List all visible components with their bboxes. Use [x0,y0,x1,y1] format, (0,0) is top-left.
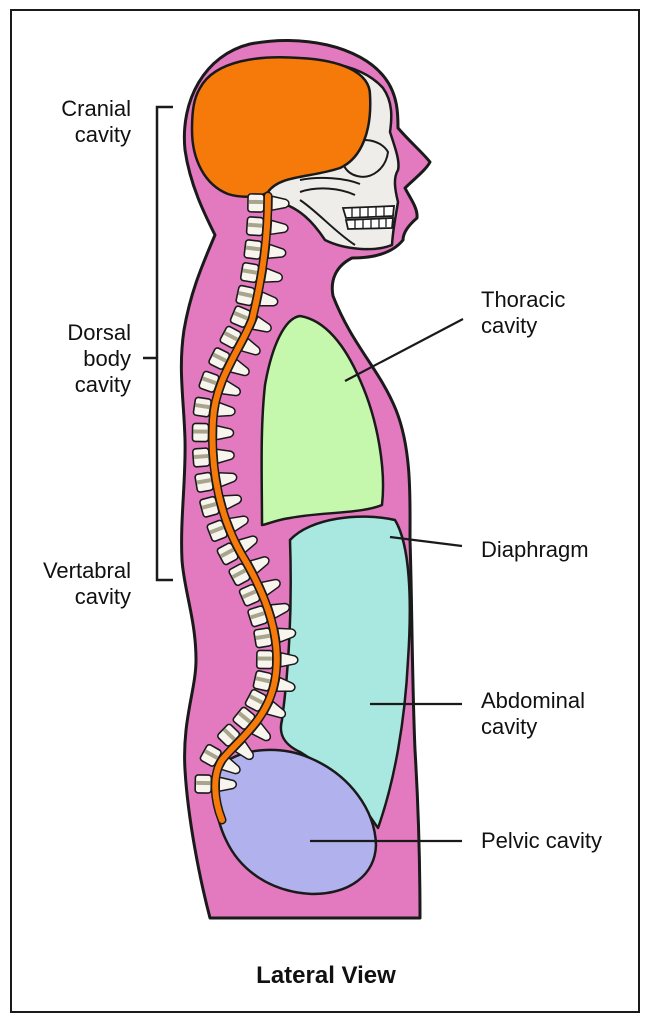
vertebral-label-line1: Vertabral [42,558,131,583]
dorsal-label-line1: Dorsal [67,320,131,345]
intervertebral-disc [220,547,235,559]
intervertebral-disc [241,589,257,599]
intervertebral-disc [247,222,263,228]
dorsal-label-line3: cavity [74,372,131,397]
vertebra [229,305,272,333]
intervertebral-disc [202,376,217,386]
spinous-process [258,290,279,307]
dorsal-label-line2: body [83,346,131,371]
diaphragm-label: Diaphragm [481,537,589,562]
spinous-process [276,627,297,644]
thoracic-cavity-label: Thoracic cavity [481,287,565,339]
vertebra [245,216,289,237]
vertebra [194,774,238,794]
intervertebral-disc [204,749,219,760]
abdominal-cavity-shape [279,515,412,830]
cranial-cavity-label: Cranial cavity [30,96,131,148]
intervertebral-disc [249,694,264,705]
vertebra [235,284,279,307]
abdominal-label-line1: Abdominal [481,688,585,713]
spinous-process [251,315,272,333]
thoracic-label-line1: Thoracic [481,287,566,312]
spinous-process [220,379,241,397]
thoracic-leader-line [344,318,464,382]
spinous-process [233,740,254,761]
cranial-label-line2: cavity [74,122,131,147]
vertebra [247,193,290,213]
spinous-process [271,195,290,212]
intervertebral-disc [255,633,271,640]
pelvic-cavity-shape [214,748,378,896]
diagram-title: Lateral View [256,962,396,989]
intervertebral-disc [212,352,227,363]
spinous-process [260,578,281,597]
intervertebral-disc [196,780,211,786]
abdominal-label-line2: cavity [481,714,538,739]
spinous-process [279,651,299,668]
vertebra [239,262,283,284]
jaw [299,199,356,246]
spinous-process [263,267,283,283]
intervertebral-disc [255,676,271,684]
intervertebral-disc [196,478,212,485]
spinal-cord-fill [209,193,280,823]
thoracic-cavity-shape [260,314,385,527]
vertebral-cavity-label: Vertabral cavity [20,558,131,610]
spinous-process [215,424,235,441]
intervertebral-disc [223,331,239,342]
intervertebral-disc [237,711,252,724]
spinous-process [216,401,236,418]
thoracic-label-line2: cavity [481,313,538,338]
intervertebral-disc [257,656,272,661]
abdominal-cavity-label: Abdominal cavity [481,688,585,740]
dorsal-body-cavity-label: Dorsal body cavity [30,320,131,398]
lower-teeth-lines [354,218,387,229]
spinous-process [228,515,249,533]
spinous-process [275,676,296,693]
spinous-process [269,219,289,236]
lower-teeth [344,217,394,230]
vertebra [194,471,238,493]
cranial-label-line1: Cranial [61,96,131,121]
vertebra [199,743,241,775]
pelvic-cavity-label: Pelvic cavity [481,828,603,853]
dorsal-cavity-bracket [143,105,173,582]
spinous-process [269,602,291,620]
spinous-process [217,471,238,488]
cheekbone [299,176,361,196]
intervertebral-disc [201,502,217,510]
intervertebral-disc [242,268,258,275]
vertebra [255,649,299,670]
spinous-process [267,243,287,260]
vertebra [191,447,235,468]
vertebra [206,515,249,542]
diaphragm-leader-line [389,535,463,548]
intervertebral-disc [193,429,208,434]
cranial-cavity-brain [190,55,372,198]
intervertebral-disc [250,611,265,620]
intervertebral-disc [193,453,209,459]
intervertebral-disc [248,199,263,205]
spinous-process [215,448,235,465]
spinous-process [218,776,238,793]
intervertebral-disc [238,291,253,298]
intervertebral-disc [231,568,247,579]
intervertebral-disc [222,728,236,741]
spinous-process [250,721,272,742]
vertebral-label-line2: cavity [74,584,131,609]
vertebra [253,627,297,649]
spinous-process [221,494,243,511]
vertebra [244,688,287,719]
vertebra [243,239,287,260]
intervertebral-disc [245,245,261,252]
upper-teeth-lines [351,206,385,217]
vertebra [247,602,291,628]
intervertebral-disc [233,311,249,321]
intervertebral-disc [195,403,210,410]
vertebra [252,670,296,693]
intervertebral-disc [209,525,225,535]
